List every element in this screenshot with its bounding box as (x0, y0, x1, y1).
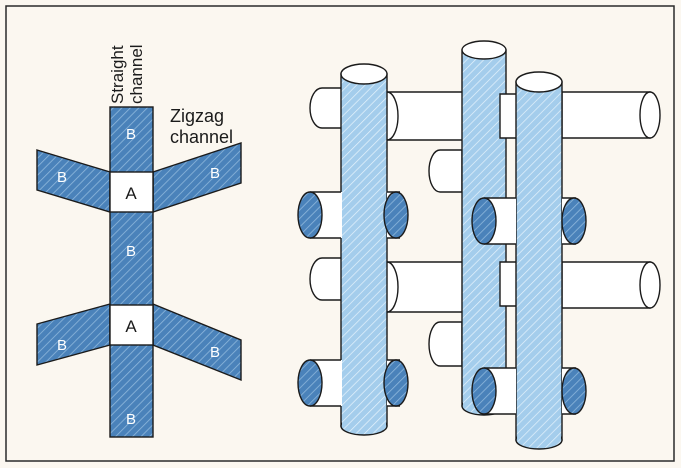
intersection-site-upper (109, 171, 154, 213)
site-b-label-upper-left: B (57, 169, 67, 186)
vertical-pillar-top (340, 63, 388, 85)
short-stub-end (383, 191, 409, 239)
straight-channel (109, 106, 154, 438)
site-a-label-lower: A (125, 317, 137, 336)
site-b-label-lower-right: B (210, 344, 220, 361)
short-stub-end (471, 197, 497, 245)
horizontal-cylinder (561, 91, 651, 139)
horizontal-cylinder-end (639, 261, 661, 309)
site-b-label-top: B (126, 126, 136, 143)
horizontal-cylinder (499, 261, 519, 307)
zigzag-wing-lower-right (152, 302, 242, 382)
horizontal-cylinder (499, 93, 519, 139)
svg-text:Straight: Straight (108, 45, 127, 104)
horizontal-cylinder (561, 261, 651, 309)
horizontal-cylinder (386, 261, 471, 313)
intersection-site-lower (109, 304, 154, 346)
zigzag-wing-upper-right (152, 142, 242, 213)
site-b-label-upper-right: B (210, 165, 220, 182)
horizontal-cylinder (386, 91, 471, 141)
vertical-pillar-top (515, 71, 563, 93)
channel-schematic (36, 106, 242, 438)
horizontal-cylinder (428, 321, 463, 367)
short-stub-end (561, 197, 587, 245)
straight-channel-label: Straight channel (108, 44, 146, 104)
horizontal-cylinder-end (639, 91, 661, 139)
site-b-label-middle: B (126, 243, 136, 260)
vertical-pillar-top (461, 40, 507, 60)
zigzag-wing-upper-left (36, 149, 111, 213)
cylinder-network (297, 40, 661, 450)
vertical-pillar (515, 81, 563, 441)
short-stub-end (297, 359, 323, 407)
vertical-pillar (340, 73, 388, 427)
horizontal-cylinder (428, 149, 463, 193)
horizontal-cylinder (309, 87, 347, 129)
short-stub-end (471, 367, 497, 415)
zigzag-wing-lower-left (36, 303, 111, 366)
site-b-label-lower-left: B (57, 337, 67, 354)
site-a-label-upper: A (125, 184, 137, 203)
svg-text:channel: channel (127, 44, 146, 104)
figure-frame (5, 5, 675, 462)
short-stub-end (383, 359, 409, 407)
short-stub-end (561, 367, 587, 415)
zigzag-label-line1: Zigzag (170, 106, 224, 126)
zigzag-label-line2: channel (170, 127, 233, 147)
short-stub-end (297, 191, 323, 239)
horizontal-cylinder (309, 257, 347, 301)
site-b-label-bottom: B (126, 411, 136, 428)
